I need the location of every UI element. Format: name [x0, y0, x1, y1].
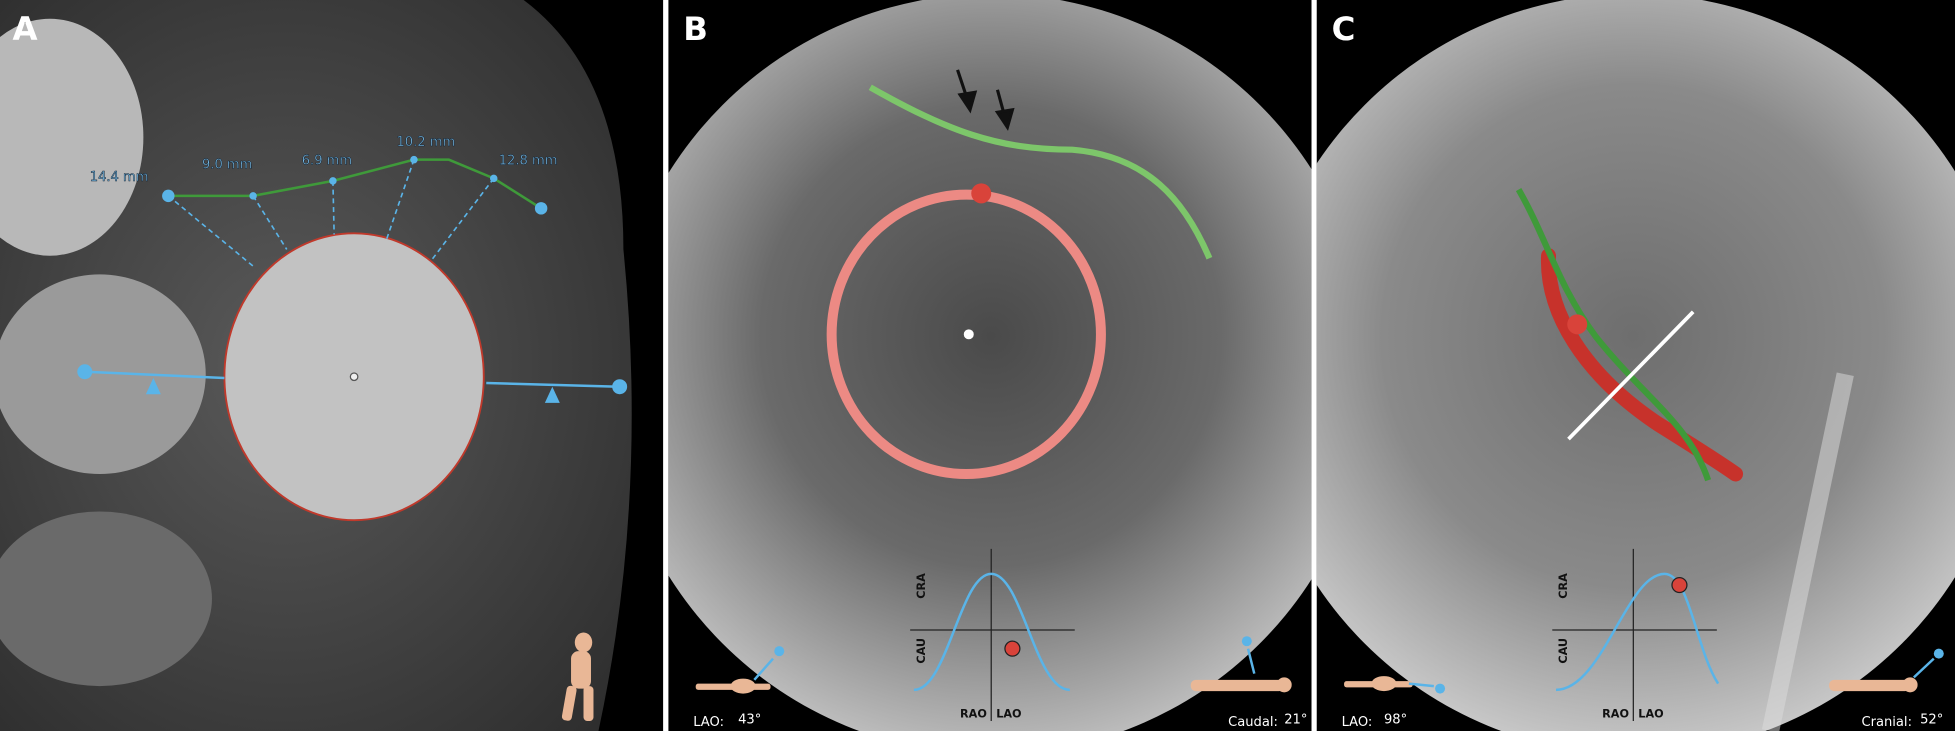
- arrow-icon: [956, 69, 1015, 131]
- angle-curve: [1555, 572, 1720, 692]
- fluoroscopy-field: [668, 0, 1312, 731]
- measurement-label: 9.0 mm: [202, 157, 252, 172]
- angle-value-1: 98°: [1384, 713, 1407, 728]
- measurement-points: [162, 155, 548, 215]
- patient-figure-lao: [695, 646, 785, 694]
- ct-structure: [0, 18, 144, 256]
- angle-name-1: LAO:: [693, 715, 724, 730]
- panel-label: B: [683, 10, 708, 48]
- axis-label-lao: LAO: [996, 707, 1021, 720]
- ct-structure: [0, 274, 206, 474]
- axis-label-cau: CAU: [1557, 638, 1570, 664]
- panel-a: 14.4 mm 9.0 mm 6.9 mm 10.2 mm 12.8 mm A: [0, 0, 664, 731]
- distance-lines: [167, 159, 495, 269]
- panel-label: C: [1332, 10, 1356, 48]
- catheter-shadow: [1761, 372, 1854, 731]
- axis-label-rao: RAO: [960, 707, 987, 720]
- panel-b: CRA CAU RAO LAO LAO: 43° Caudal: 21° B: [668, 0, 1312, 731]
- patient-figure-lao: [1344, 676, 1446, 694]
- angle-chart: CRA CAU RAO LAO: [910, 548, 1075, 722]
- divider: [663, 0, 669, 731]
- angle-value-2: 52°: [1920, 713, 1943, 728]
- measurement-label: 12.8 mm: [499, 154, 558, 169]
- angle-name-1: LAO:: [1342, 715, 1373, 730]
- coronary-artery-line: [1515, 188, 1712, 482]
- patient-figure-cranial: [1829, 648, 1944, 693]
- ct-structure: [0, 511, 212, 687]
- angle-curve: [913, 572, 1070, 692]
- angle-value-1: 43°: [738, 713, 761, 728]
- angle-name-2: Caudal:: [1228, 715, 1278, 730]
- fluoroscopy-field: [1316, 0, 1955, 731]
- panel-c: CRA CAU RAO LAO LAO: 98° Cranial: 52° C: [1316, 0, 1955, 731]
- annulus-ring: [826, 189, 1106, 480]
- annulus-plane-markers: [77, 364, 628, 403]
- coronary-ostium-dot: [1567, 314, 1588, 335]
- axis-label-rao: RAO: [1602, 707, 1629, 720]
- divider: [1311, 0, 1317, 731]
- center-point: [963, 329, 974, 340]
- measurement-label: 6.9 mm: [302, 154, 352, 169]
- annulus-plane-line: [1567, 310, 1695, 441]
- projection-dot: [1671, 576, 1688, 594]
- axis-label-cra: CRA: [915, 573, 928, 599]
- coronary-ostium-dot: [971, 183, 992, 204]
- projection-dot: [1004, 640, 1021, 657]
- patient-figure-caudal: [1190, 636, 1292, 693]
- center-point: [349, 372, 359, 382]
- measurement-label: 14.4 mm: [90, 170, 149, 185]
- axis-label-cra: CRA: [1557, 573, 1570, 599]
- axis-label-cau: CAU: [915, 638, 928, 664]
- coronary-artery-line: [868, 84, 1213, 260]
- axis-label-lao: LAO: [1638, 707, 1663, 720]
- annulus-projection: [1541, 248, 1744, 482]
- angle-chart: CRA CAU RAO LAO: [1552, 548, 1720, 722]
- angle-name-2: Cranial:: [1861, 715, 1911, 730]
- panel-label: A: [12, 10, 37, 48]
- angle-value-2: 21°: [1284, 713, 1307, 728]
- patient-orientation-figure: [561, 632, 594, 722]
- measurement-label: 10.2 mm: [396, 135, 455, 150]
